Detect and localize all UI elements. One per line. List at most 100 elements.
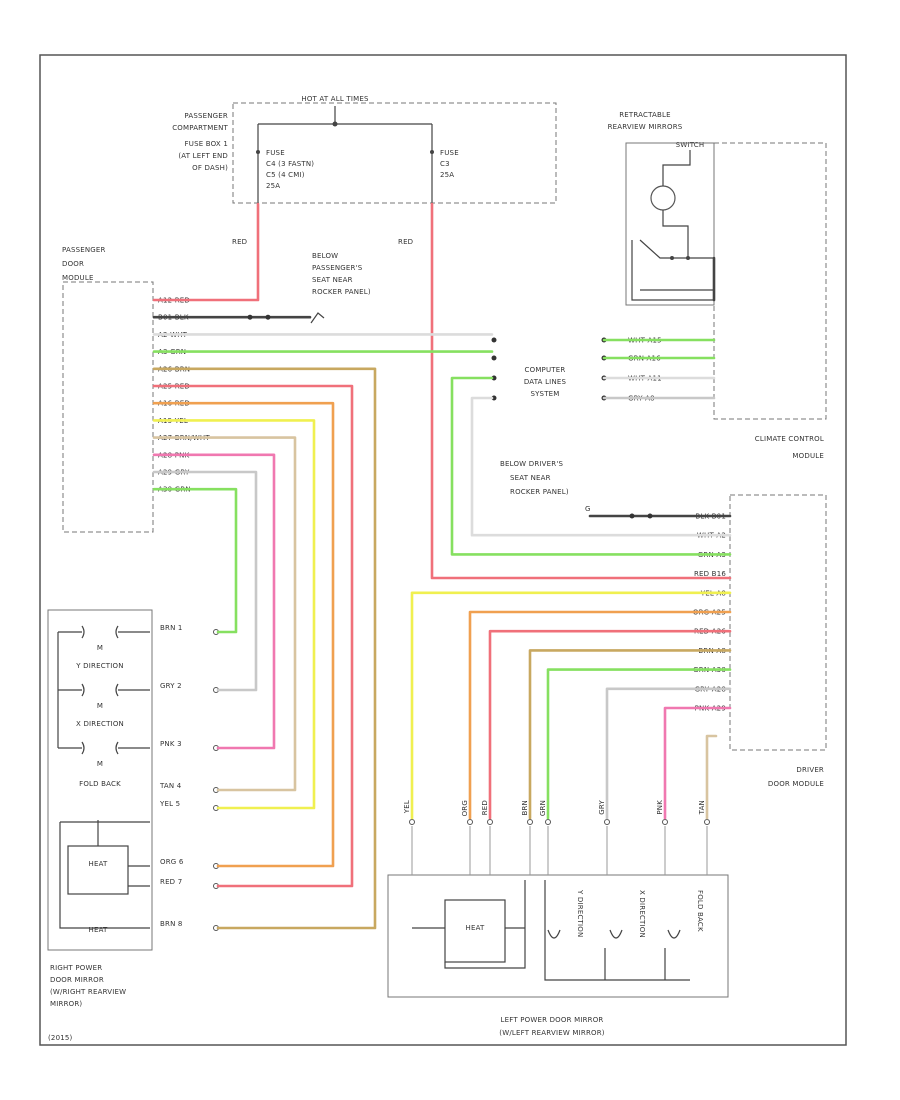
splice-dot xyxy=(265,314,271,320)
passenger-module-label-2: DOOR xyxy=(62,260,84,268)
left-mirror-pin-terminal xyxy=(487,819,493,825)
ground-passenger-label-4: ROCKER PANEL) xyxy=(312,288,371,296)
right-power-door-mirror: RIGHT POWER DOOR MIRROR (W/RIGHT REARVIE… xyxy=(47,609,219,1008)
wire-orange-left-mirror xyxy=(468,610,732,820)
fold-motor-label: M xyxy=(97,760,103,768)
fuse-left-label-1: FUSE xyxy=(266,149,285,157)
left-mirror-wire-label: GRY xyxy=(598,799,606,814)
fuse-left-label-2: C4 (3 FASTN) xyxy=(266,160,314,168)
left-mirror-label-2: (W/LEFT REARVIEW MIRROR) xyxy=(499,1029,605,1037)
left-mirror-wire-label: YEL xyxy=(403,800,411,814)
wire-gray-left-mirror xyxy=(605,687,732,820)
left-mirror-pin-terminal xyxy=(545,819,551,825)
footer-label: (2015) xyxy=(48,1034,73,1042)
ground-driver-label-2: SEAT NEAR xyxy=(510,474,551,482)
computer-connector xyxy=(491,395,497,401)
left-power-door-mirror: LEFT POWER DOOR MIRROR (W/LEFT REARVIEW … xyxy=(387,799,729,1037)
retractable-label-3: SWITCH xyxy=(676,141,705,149)
right-mirror-pin-label: YEL 5 xyxy=(159,800,180,808)
right-mirror-label-4: MIRROR) xyxy=(50,1000,82,1008)
ground-driver-label-1: BELOW DRIVER'S xyxy=(500,460,563,468)
computer-label-2: DATA LINES xyxy=(524,378,567,386)
wire-white-driver-data xyxy=(470,396,732,537)
right-mirror-pin-label: ORG 6 xyxy=(160,858,184,866)
left-mirror-motor-icon xyxy=(667,929,681,939)
left-mirror-wire-label: RED xyxy=(481,800,489,815)
right-mirror-pin-label: TAN 4 xyxy=(159,782,182,790)
wire-brown-right-mirror xyxy=(152,367,377,930)
ground-passenger-label-1: BELOW xyxy=(312,252,338,260)
wire-red-right-mirror xyxy=(152,384,354,888)
fuse-box-name-3: FUSE BOX 1 xyxy=(185,140,228,148)
fuse-box-name-1: PASSENGER xyxy=(184,112,228,120)
computer-label-3: SYSTEM xyxy=(530,390,559,398)
fuse-box: HOT AT ALL TIMES PASSENGER COMPARTMENT F… xyxy=(172,95,557,210)
left-mirror-pin-terminal xyxy=(604,819,610,825)
diagram-frame xyxy=(39,54,847,1046)
right-heater-block xyxy=(67,845,129,895)
fuse-left-label-3: C5 (4 CMI) xyxy=(266,171,305,179)
ground-driver-sym: G xyxy=(585,505,591,513)
right-mirror-pin-label: BRN 8 xyxy=(160,920,183,928)
wire-harness: RED RED xyxy=(152,202,732,930)
x-motor-icon xyxy=(81,683,119,697)
fuse-box-name-5: OF DASH) xyxy=(192,164,228,172)
fuse-right-label-1: FUSE xyxy=(440,149,459,157)
wire-tan-left-mirror xyxy=(705,734,718,820)
ground-passenger-icon xyxy=(310,312,325,324)
left-mirror-wire-label: ORG xyxy=(461,800,469,816)
left-mirror-label-1: LEFT POWER DOOR MIRROR xyxy=(501,1016,604,1024)
right-heater-label-2: HEAT xyxy=(88,926,108,934)
left-mirror-function-label: FOLD BACK xyxy=(696,890,704,932)
fuse-right-label-2: C3 xyxy=(440,160,450,168)
computer-data-lines: COMPUTER DATA LINES SYSTEM xyxy=(524,366,567,398)
passenger-ground: BELOW PASSENGER'S SEAT NEAR ROCKER PANEL… xyxy=(310,252,371,324)
retractable-mirror-switch: RETRACTABLE REARVIEW MIRRORS SWITCH xyxy=(608,111,715,306)
left-mirror-wire-label: BRN xyxy=(521,800,529,816)
fuse-left-label-4: 25A xyxy=(266,182,280,190)
ground-passenger-label-3: SEAT NEAR xyxy=(312,276,353,284)
wire-green-driver-data xyxy=(450,376,732,556)
x-direction-label: X DIRECTION xyxy=(76,720,124,728)
passenger-module-label-3: MODULE xyxy=(62,274,94,282)
climate-label-2: MODULE xyxy=(792,452,824,460)
right-mirror-label-3: (W/RIGHT REARVIEW xyxy=(50,988,126,996)
ground-passenger-label-2: PASSENGER'S xyxy=(312,264,363,272)
wire-red-fuse-driver xyxy=(430,202,732,580)
right-mirror-pin-label: PNK 3 xyxy=(160,740,182,748)
fold-motor-icon xyxy=(81,741,119,755)
wire-green-left-mirror xyxy=(546,668,732,820)
left-mirror-motor-icon xyxy=(609,929,623,939)
driver-pin-label: RED B16 xyxy=(694,570,726,578)
fold-back-label: FOLD BACK xyxy=(79,780,121,788)
left-mirror-pin-terminal xyxy=(409,819,415,825)
computer-connector xyxy=(491,375,497,381)
left-mirror-wire-label: PNK xyxy=(656,800,664,815)
wire-orange-right-mirror xyxy=(152,401,335,868)
splice-dot xyxy=(647,513,653,519)
climate-label-1: CLIMATE CONTROL xyxy=(755,435,824,443)
switch-lamp-icon xyxy=(650,185,676,211)
splice-dot xyxy=(629,513,635,519)
wire-red-label: RED xyxy=(232,238,247,246)
wire-tan-right-mirror xyxy=(152,436,297,792)
left-mirror-function-label: X DIRECTION xyxy=(638,890,646,938)
left-mirror-pin-terminal xyxy=(662,819,668,825)
right-mirror-pin-label: GRY 2 xyxy=(160,682,182,690)
fuse-box-hot-label: HOT AT ALL TIMES xyxy=(301,95,369,103)
right-mirror-label-2: DOOR MIRROR xyxy=(50,976,104,984)
left-heater-block xyxy=(444,899,506,963)
fuse-box-name-2: COMPARTMENT xyxy=(172,124,228,132)
y-motor-icon xyxy=(81,625,119,639)
y-direction-label: Y DIRECTION xyxy=(75,662,123,670)
wire-gray-right-mirror xyxy=(152,470,258,692)
wire-red-label: RED xyxy=(398,238,413,246)
fuse-box-name-4: (AT LEFT END xyxy=(178,152,228,160)
wire-green-right-mirror xyxy=(152,487,238,634)
fuse-right-label-3: 25A xyxy=(440,171,454,179)
y-motor-label: M xyxy=(97,644,103,652)
driver-module-label-1: DRIVER xyxy=(796,766,824,774)
left-mirror-pin-terminal xyxy=(467,819,473,825)
right-mirror-pin-label: RED 7 xyxy=(160,878,182,886)
left-mirror-pin-terminal xyxy=(704,819,710,825)
